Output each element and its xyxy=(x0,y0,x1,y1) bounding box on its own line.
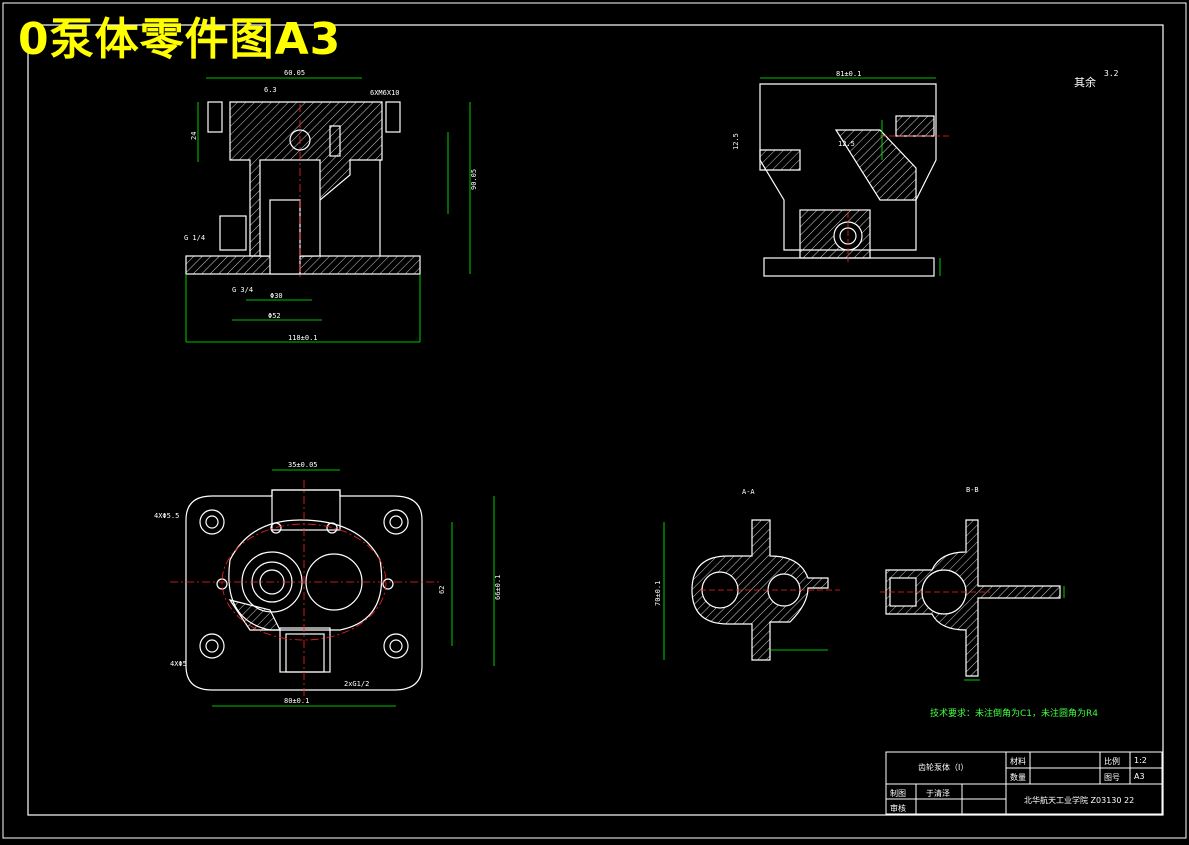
title-scale-label: 比例 xyxy=(1104,757,1120,766)
svg-text:4XΦ5.5: 4XΦ5.5 xyxy=(154,512,179,520)
title-drawing-no-value: A3 xyxy=(1134,772,1145,781)
title-drawing-no-label: 图号 xyxy=(1104,773,1120,782)
section-b-view xyxy=(885,519,1061,677)
section-a-label: A-A xyxy=(742,488,755,496)
svg-text:35±0.05: 35±0.05 xyxy=(288,461,318,469)
section-b-dimensions xyxy=(964,586,1065,681)
svg-text:12.5: 12.5 xyxy=(838,140,855,148)
svg-text:G 3/4: G 3/4 xyxy=(232,286,253,294)
svg-text:118±0.1: 118±0.1 xyxy=(288,334,318,342)
svg-text:62: 62 xyxy=(438,586,446,594)
title-checked-label: 审核 xyxy=(890,804,906,813)
front-view-dim-text: 60.05 118±0.1 Φ52 Φ30 90.05 24 G 1/4 G 3… xyxy=(184,69,478,342)
side-view-dim-text: 81±0.1 12.5 12.5 xyxy=(732,70,861,150)
section-a-dimensions xyxy=(663,522,828,660)
plan-view-dimensions xyxy=(212,469,495,707)
title-quantity-label: 数量 xyxy=(1010,773,1026,782)
svg-text:G 1/4: G 1/4 xyxy=(184,234,205,242)
svg-text:2xG1/2: 2xG1/2 xyxy=(344,680,369,688)
surface-note: 其余 xyxy=(1074,75,1096,89)
svg-text:66±0.1: 66±0.1 xyxy=(494,575,502,600)
plan-view-dim-text: 35±0.05 80±0.1 66±0.1 62 4XΦ5.5 4XΦ5 2xG… xyxy=(154,461,502,705)
technical-requirement: 技术要求：未注倒角为C1，未注圆角为R4 xyxy=(930,709,1098,719)
title-drawn-name: 于清泽 xyxy=(926,789,950,798)
section-a-dim-text: 70±0.1 xyxy=(654,581,662,606)
svg-text:24: 24 xyxy=(190,132,198,140)
inner-border xyxy=(27,24,1164,816)
title-material-label: 材料 xyxy=(1010,757,1026,766)
title-drawn-label: 制图 xyxy=(890,789,906,798)
svg-text:6.3: 6.3 xyxy=(264,86,277,94)
svg-text:80±0.1: 80±0.1 xyxy=(284,697,309,705)
front-section-view xyxy=(185,101,421,280)
svg-text:Φ52: Φ52 xyxy=(268,312,281,320)
svg-text:4XΦ5: 4XΦ5 xyxy=(170,660,187,668)
svg-text:6XM6X10: 6XM6X10 xyxy=(370,89,400,97)
svg-text:12.5: 12.5 xyxy=(732,133,740,150)
svg-text:60.05: 60.05 xyxy=(284,69,305,77)
section-b-label: B-B xyxy=(966,486,979,494)
surface-note-value: 3.2 xyxy=(1104,69,1119,78)
svg-text:Φ30: Φ30 xyxy=(270,292,283,300)
plan-view-centerlines xyxy=(170,480,440,700)
title-block xyxy=(885,751,1163,815)
title-school: 北华航天工业学院 Z03130 22 xyxy=(1024,796,1135,805)
banner-title: 0泵体零件图A3 xyxy=(18,14,342,65)
front-view-dimensions xyxy=(185,77,471,343)
side-view-dimensions xyxy=(760,77,941,276)
svg-text:81±0.1: 81±0.1 xyxy=(836,70,861,78)
title-part-name: 齿轮泵体（I） xyxy=(918,763,969,772)
svg-text:90.05: 90.05 xyxy=(470,169,478,190)
side-view xyxy=(759,83,952,277)
title-scale-value: 1:2 xyxy=(1134,756,1147,765)
